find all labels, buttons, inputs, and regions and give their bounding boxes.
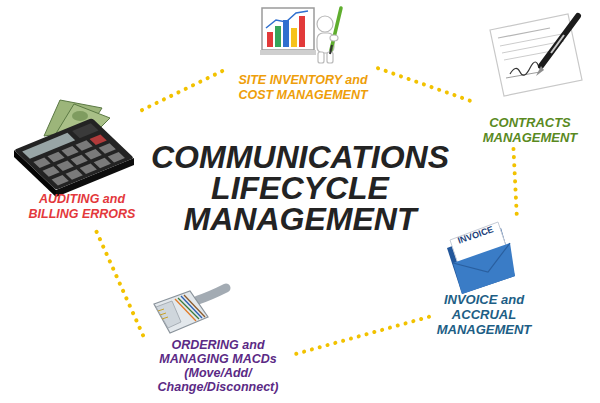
calculator-icon: [108, 152, 125, 162]
contract-icon: [490, 14, 582, 96]
calculator-icon: [72, 111, 88, 121]
dotted-connector: [514, 149, 518, 220]
network-plug-icon: [160, 313, 166, 315]
chart-figure-icon: [317, 16, 333, 32]
network-plug-icon: [154, 291, 208, 333]
calculator-icon: [14, 118, 134, 190]
chart-figure-icon: [260, 8, 341, 63]
cycle-step: AUDITING and BILLING ERRORS: [22, 100, 142, 226]
calculator-icon: [52, 175, 69, 185]
step-label: AUDITING and BILLING ERRORS: [22, 192, 142, 222]
network-plug-icon: [162, 317, 168, 319]
cycle-step: CONTRACTS MANAGEMENT: [475, 12, 585, 149]
contract-icon: [541, 16, 578, 66]
dotted-connector: [378, 68, 475, 102]
chart-figure-icon: [331, 8, 341, 50]
network-plug-icon: [175, 299, 196, 321]
network-plug-icon: [178, 298, 199, 319]
contract-icon: [498, 28, 550, 38]
contract-icon: [490, 14, 582, 96]
chart-figure-icon: [260, 50, 316, 55]
calculator-icon: [61, 146, 78, 156]
network-plug-icon: [158, 309, 164, 311]
calculator-icon: [76, 140, 93, 150]
contract-icon: [551, 35, 564, 53]
chart-figure-icon: [262, 8, 314, 50]
chart-figure-icon: [275, 26, 281, 47]
chart-figure-icon: [267, 32, 273, 47]
envelope-icon: [453, 243, 510, 272]
calculator-icon: [33, 158, 50, 168]
envelope-icon: [453, 243, 515, 294]
network-plug-icon: [156, 301, 181, 328]
cycle-step: ORDERING and MANAGING MACDs (Move/Add/ C…: [143, 284, 293, 398]
chart-figure-icon: [330, 45, 332, 54]
calculator-icon: [42, 166, 59, 176]
dotted-connector: [94, 226, 143, 335]
calculator-icon: [72, 123, 98, 138]
cycle-step: SITE INVENTORY and COST MANAGEMENT: [228, 5, 378, 107]
chart-figure-icon: [266, 11, 308, 28]
network-plug-icon: [184, 295, 205, 317]
network-plug-icon: [198, 288, 226, 300]
dotted-connector: [293, 317, 429, 355]
step-label: INVOICE and ACCRUAL MANAGEMENT: [429, 292, 539, 337]
envelope-icon: [447, 222, 515, 294]
calculator-icon: [66, 169, 83, 179]
chart-figure-icon: [291, 28, 297, 47]
calculator-icon: [47, 152, 64, 162]
calculator-icon: [99, 143, 116, 153]
step-label: SITE INVENTORY and COST MANAGEMENT: [228, 73, 378, 103]
network-plug-icon: [154, 288, 226, 333]
chart-figure-icon: [318, 52, 324, 63]
step-label: CONTRACTS MANAGEMENT: [475, 115, 585, 145]
chart-figure-icon: [330, 35, 338, 41]
contract-icon: [510, 62, 539, 75]
diagram-title: COMMUNICATIONS LIFECYCLE MANAGEMENT: [130, 142, 470, 235]
contract-icon: [500, 34, 562, 46]
contract-icon: [536, 66, 544, 76]
calculator-icon: [80, 163, 97, 173]
calculator-icon: [14, 118, 134, 190]
step-label: ORDERING and MANAGING MACDs (Move/Add/ C…: [143, 338, 293, 394]
dotted-connector: [142, 68, 228, 110]
calculator-icon: [57, 161, 74, 171]
calculator-icon: [14, 100, 134, 197]
network-plug-icon: [181, 296, 202, 318]
calculator-icon: [94, 158, 111, 168]
chart-figure-icon: [299, 16, 305, 47]
calculator-icon: [85, 149, 102, 159]
chart-figure-icon: [283, 20, 289, 47]
cycle-step: INVOICE and ACCRUAL MANAGEMENT: [429, 220, 539, 341]
calculator-icon: [90, 135, 107, 145]
calculator-icon: [71, 155, 88, 165]
